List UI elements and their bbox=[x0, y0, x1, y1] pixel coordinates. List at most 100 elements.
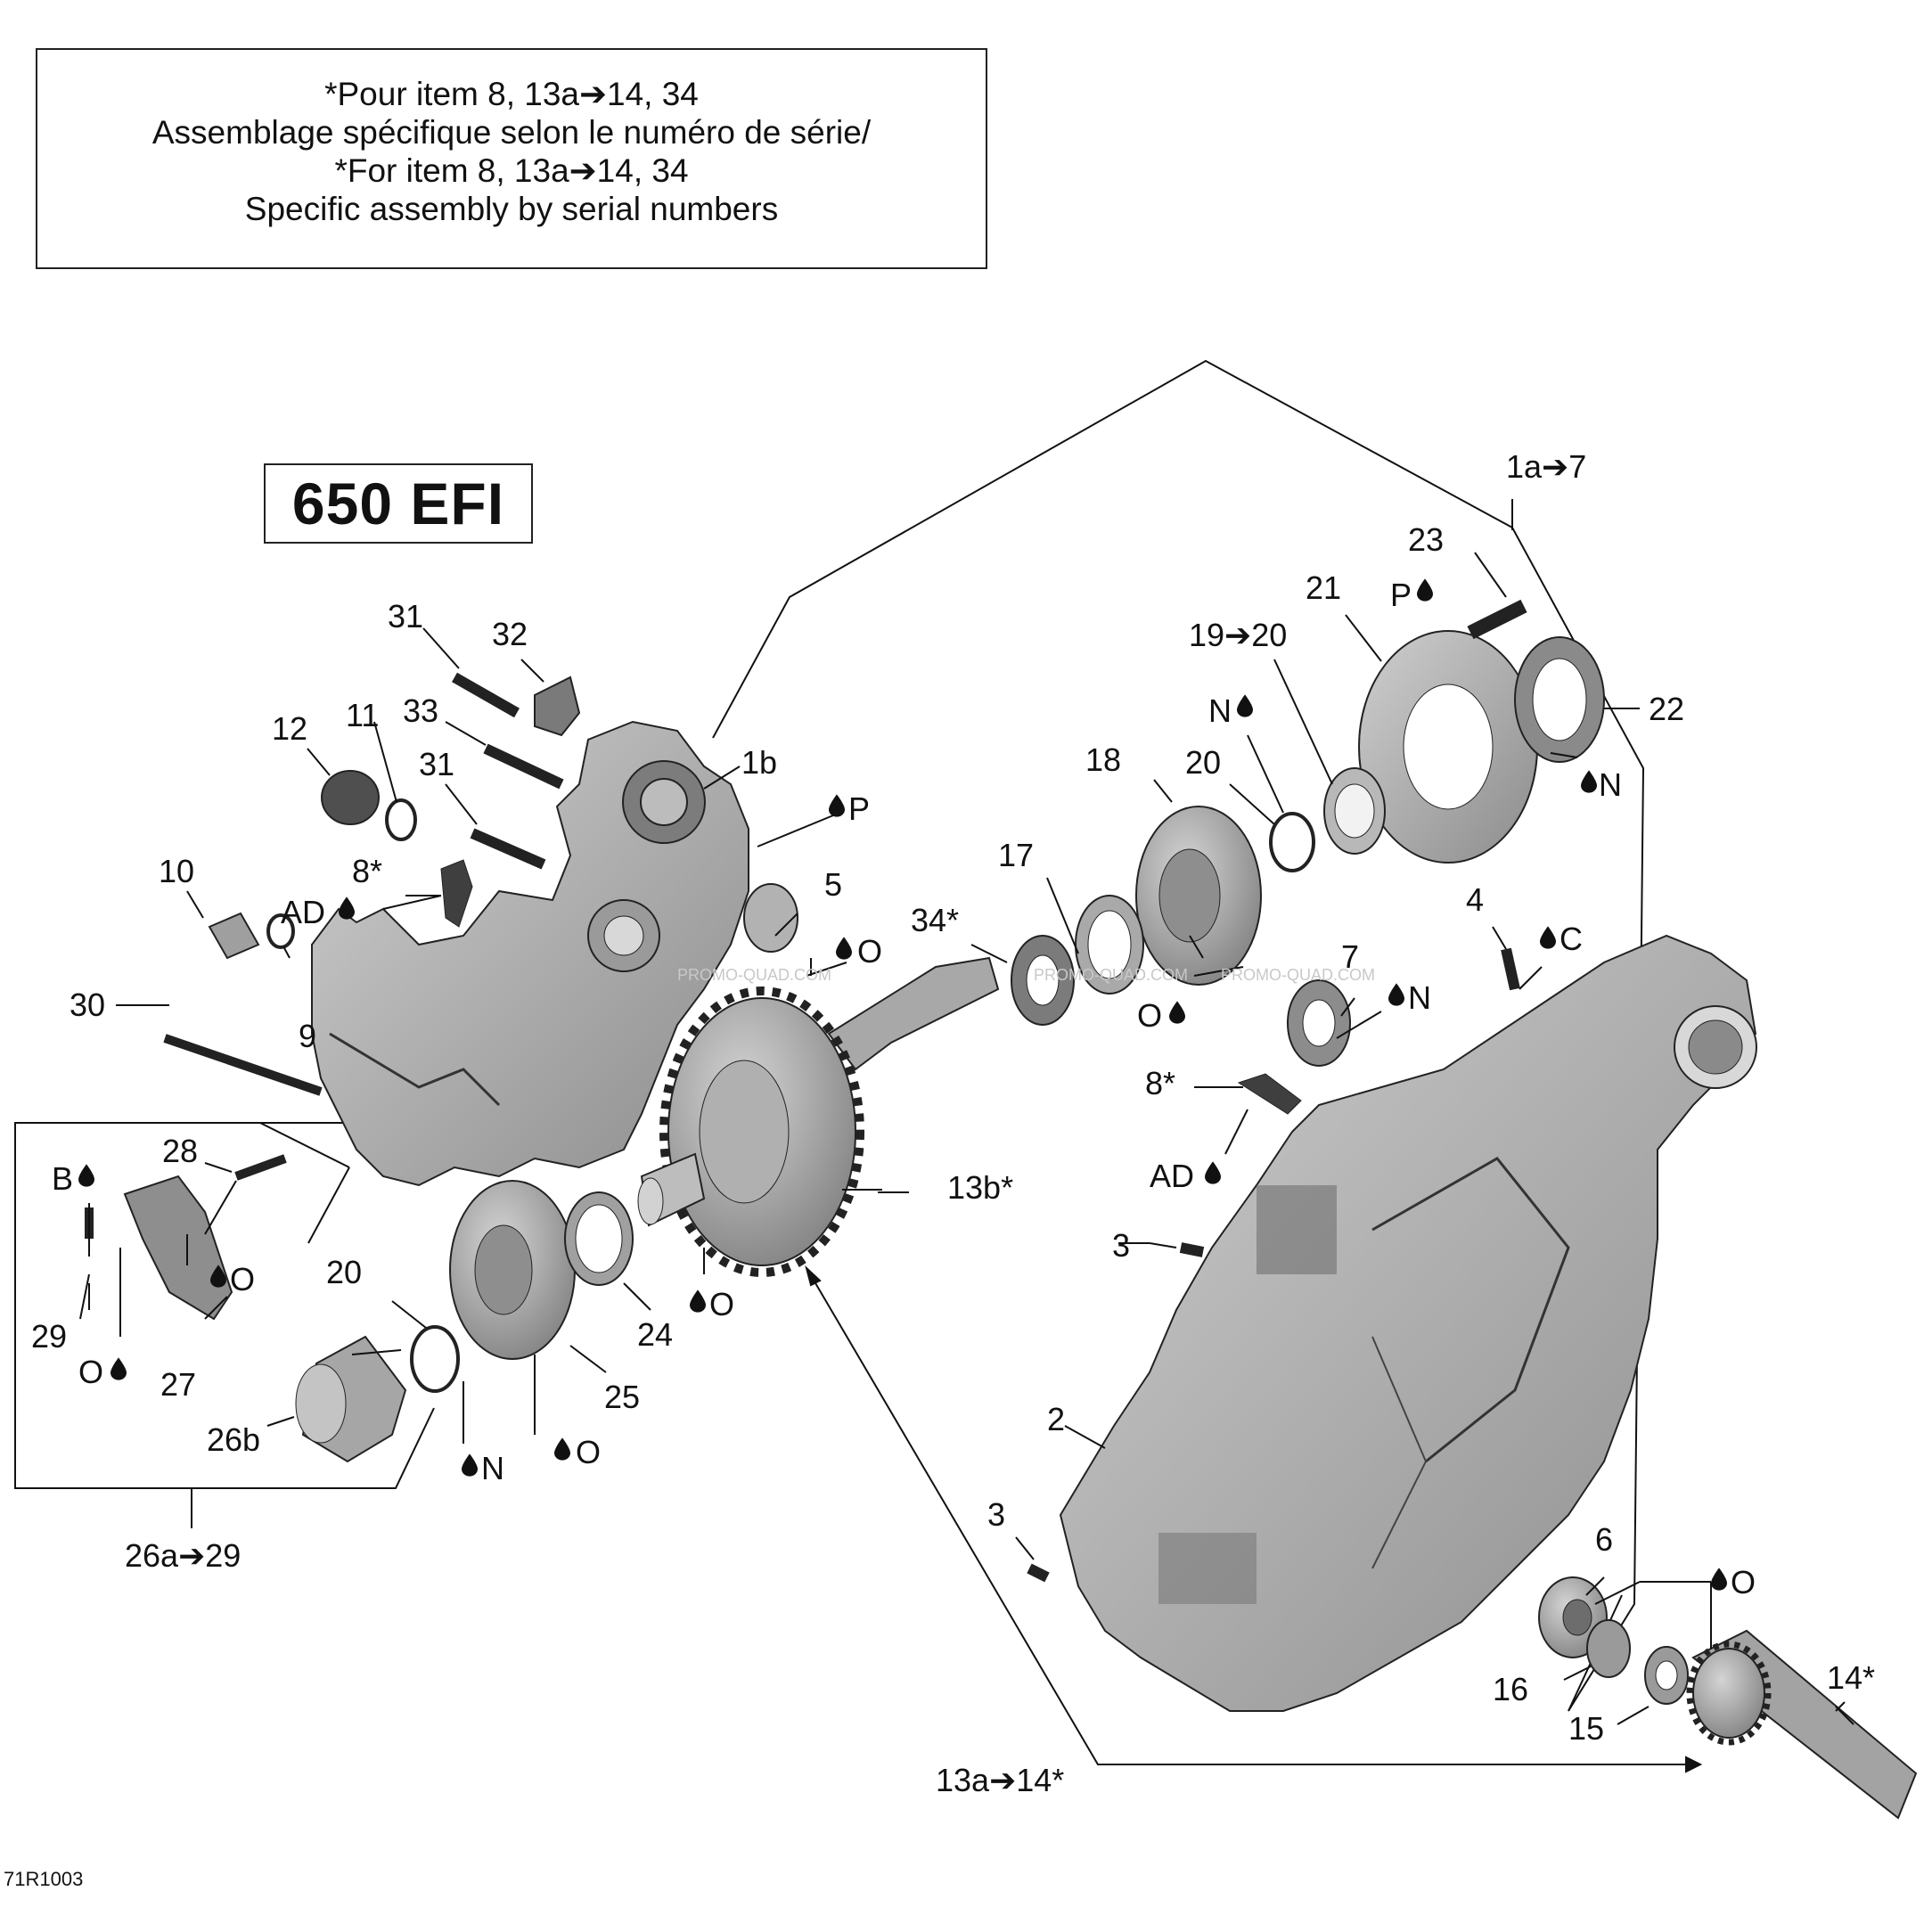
label-30: 30 bbox=[70, 986, 105, 1023]
label-O-5: O bbox=[857, 933, 882, 970]
fork-27 bbox=[123, 1175, 233, 1321]
label-N-20: N bbox=[481, 1450, 504, 1486]
label-9: 9 bbox=[299, 1018, 316, 1054]
label-31-b: 31 bbox=[419, 746, 454, 782]
sleeve-26b bbox=[295, 1335, 407, 1463]
oil-drop-icon bbox=[1581, 770, 1597, 793]
label-16: 16 bbox=[1493, 1671, 1528, 1707]
label-17: 17 bbox=[998, 837, 1034, 873]
label-1a-7: 1a➔7 bbox=[1506, 448, 1586, 485]
oil-drop-icon bbox=[554, 1437, 570, 1461]
seal-34 bbox=[1011, 935, 1075, 1026]
bolts bbox=[85, 599, 1527, 1583]
label-O-29: O bbox=[78, 1354, 103, 1390]
bearing-25 bbox=[449, 1180, 576, 1360]
label-3-a: 3 bbox=[1112, 1227, 1130, 1264]
label-20-top: 20 bbox=[1185, 744, 1221, 781]
label-29: 29 bbox=[31, 1318, 67, 1355]
note-line-4: Specific assembly by serial numbers bbox=[244, 191, 779, 227]
label-AD-left: AD bbox=[281, 894, 325, 930]
oil-drop-icon bbox=[1205, 1161, 1221, 1184]
label-O-25: O bbox=[576, 1434, 601, 1470]
assembly-outline-26a-29 bbox=[14, 1120, 435, 1528]
shim-24 bbox=[564, 1191, 634, 1286]
note-line-3: *For item 8, 13a➔14, 34 bbox=[334, 152, 689, 189]
bearing-18 bbox=[1135, 806, 1262, 986]
label-N-top: N bbox=[1208, 692, 1232, 729]
oil-drop-icon bbox=[690, 1289, 706, 1313]
label-15: 15 bbox=[1568, 1710, 1604, 1747]
assembly-arrow-13a-14 bbox=[805, 1265, 1703, 1773]
label-O-27: O bbox=[230, 1261, 255, 1298]
sensor-32 bbox=[534, 675, 581, 737]
label-23: 23 bbox=[1408, 521, 1444, 558]
oil-drop-icon bbox=[78, 1164, 94, 1187]
seal-7 bbox=[1287, 979, 1351, 1067]
label-8-right: 8* bbox=[1145, 1065, 1175, 1101]
oil-drop-icon bbox=[462, 1453, 478, 1477]
label-O-6: O bbox=[1731, 1564, 1756, 1600]
label-24: 24 bbox=[637, 1316, 673, 1353]
oil-drop-icon bbox=[1417, 578, 1433, 602]
watermark: PROMO-QUAD.COM PROMO-QUAD.COM PROMO-QUAD… bbox=[677, 966, 1375, 984]
label-4: 4 bbox=[1466, 881, 1484, 918]
label-N-7: N bbox=[1408, 979, 1431, 1016]
note-line-1: *Pour item 8, 13a➔14, 34 bbox=[324, 76, 699, 112]
label-P-21: P bbox=[1390, 577, 1412, 613]
watermark-text-1: PROMO-QUAD.COM bbox=[677, 966, 831, 984]
shim-16 bbox=[1586, 1619, 1631, 1678]
watermark-text-2: PROMO-QUAD.COM bbox=[1034, 966, 1188, 984]
oil-drop-icon bbox=[829, 794, 845, 817]
label-18: 18 bbox=[1085, 741, 1121, 778]
label-2: 2 bbox=[1047, 1401, 1065, 1437]
label-1b: 1b bbox=[741, 744, 777, 781]
bushing-5 bbox=[743, 883, 798, 953]
oil-drop-icon bbox=[111, 1357, 127, 1380]
label-10: 10 bbox=[159, 853, 194, 889]
housing-21 bbox=[1358, 630, 1538, 864]
oil-drop-icon bbox=[339, 896, 355, 920]
label-12: 12 bbox=[272, 710, 307, 747]
oil-drop-icon bbox=[1711, 1568, 1727, 1591]
label-26a-29: 26a➔29 bbox=[125, 1537, 241, 1574]
label-13b: 13b* bbox=[947, 1169, 1013, 1206]
label-AD-right: AD bbox=[1150, 1158, 1194, 1194]
label-14: 14* bbox=[1827, 1659, 1875, 1696]
watermark-text-3: PROMO-QUAD.COM bbox=[1221, 966, 1375, 984]
oil-drop-icon bbox=[1237, 694, 1253, 717]
right-crankcase-2 bbox=[1059, 934, 1757, 1712]
label-C: C bbox=[1560, 921, 1583, 957]
oil-seal-22 bbox=[1514, 636, 1605, 763]
plug-8-right bbox=[1237, 1073, 1302, 1115]
label-20-low: 20 bbox=[326, 1254, 362, 1290]
o-ring-20-top bbox=[1269, 812, 1315, 872]
label-B: B bbox=[52, 1160, 73, 1197]
label-5: 5 bbox=[824, 866, 842, 903]
label-8-left: 8* bbox=[352, 853, 382, 889]
note-line-2: Assemblage spécifique selon le numéro de… bbox=[151, 114, 872, 151]
oil-drop-icon bbox=[1169, 1001, 1185, 1024]
label-26b: 26b bbox=[207, 1421, 260, 1458]
label-25: 25 bbox=[604, 1379, 640, 1415]
label-13a-14: 13a➔14* bbox=[936, 1762, 1064, 1798]
model-label: 650 EFI bbox=[264, 463, 533, 544]
leader-lines bbox=[79, 499, 1854, 1725]
label-34: 34* bbox=[911, 902, 959, 938]
left-crankcase-1b bbox=[311, 720, 749, 1187]
label-11: 11 bbox=[346, 697, 379, 733]
sleeve-19 bbox=[1323, 767, 1386, 855]
output-gear-13b bbox=[637, 956, 1000, 1277]
label-27: 27 bbox=[160, 1366, 196, 1403]
label-3-b: 3 bbox=[987, 1496, 1005, 1533]
label-P-1b: P bbox=[848, 790, 870, 827]
label-N-22: N bbox=[1599, 766, 1622, 803]
label-32: 32 bbox=[492, 616, 528, 652]
shim-17 bbox=[1075, 895, 1144, 995]
drawing-code: 71R1003 bbox=[4, 1868, 84, 1890]
label-O-13: O bbox=[709, 1286, 734, 1322]
pinion-gear-14 bbox=[1686, 1629, 1918, 1820]
label-31-a: 31 bbox=[388, 598, 423, 634]
o-ring-20-low bbox=[410, 1325, 460, 1393]
label-O-18: O bbox=[1137, 997, 1162, 1034]
